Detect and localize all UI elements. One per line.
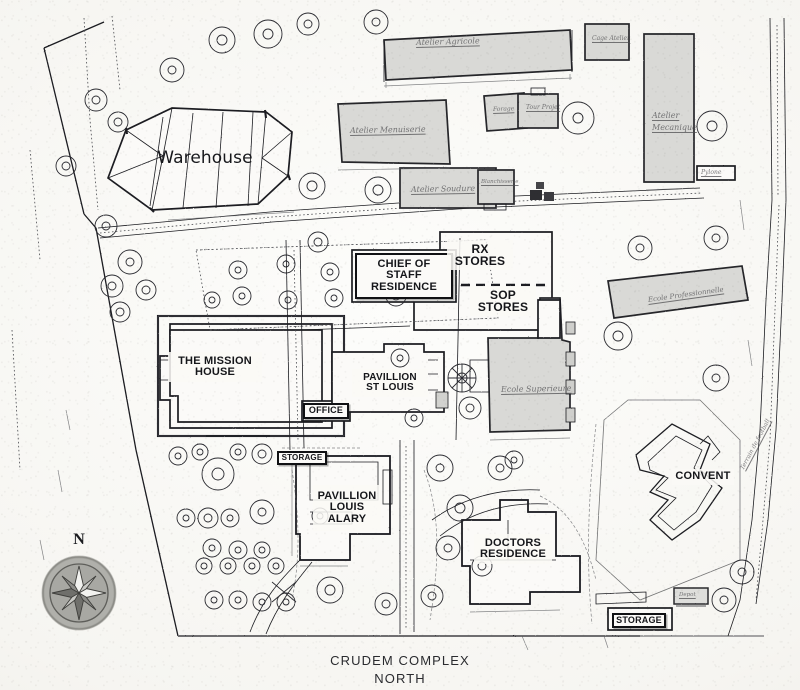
east-road-dashes (755, 24, 780, 601)
curved-driveway (249, 489, 549, 635)
east-boundary (727, 17, 787, 637)
label-pavillion-st-louis: PAVILLION ST LOUIS (352, 369, 428, 397)
site-boundary (43, 21, 764, 637)
atelier-menuiserie-building (337, 99, 451, 165)
annotation-forage: Forage (492, 105, 515, 113)
atelier-agricole-building (383, 29, 573, 82)
tour-projet-building (517, 87, 559, 129)
label-office: OFFICE (303, 403, 349, 419)
label-convent: CONVENT (672, 469, 734, 485)
label-sop-stores: SOP STORES (470, 286, 536, 316)
convent-parcel-lines (595, 399, 741, 601)
tree-symbols (55, 9, 755, 625)
ecole-professionnelle-building (607, 265, 749, 319)
cage-atelier-building (584, 23, 630, 61)
label-the-mission-house: THE MISSION HOUSE (168, 352, 262, 382)
caption-line-1: CRUDEM COMPLEX (330, 653, 470, 668)
atelier-mecanique-building (643, 33, 695, 183)
ecole-porch-blocks (565, 321, 576, 423)
annotation-depot: Depot (679, 592, 696, 598)
label-warehouse: Warehouse (157, 148, 253, 169)
north-road-texture (99, 192, 703, 234)
blanchisserie-building (477, 169, 515, 211)
label-pavillion-louis-alary: PAVILLION LOUIS ALARY (313, 485, 381, 531)
convent-building (635, 423, 723, 541)
internal-paths (206, 237, 461, 634)
annotation-tour-projet: Tour Projet (526, 104, 561, 111)
annotation-atelier-soudure: Atelier Soudure (410, 183, 476, 194)
label-chief-of-staff-residence: CHIEF OF STAFF RESIDENCE (355, 253, 453, 299)
label-rx-stores: RX STORES (447, 240, 513, 270)
plan-caption: CRUDEM COMPLEX NORTH (0, 652, 800, 687)
annotation-ecole-superieure: Ecole Superieure (500, 383, 572, 394)
survey-dashes-nw (11, 15, 121, 471)
annotation-cage-atelier: Cage Atelier (592, 35, 630, 42)
pencil-marks (39, 199, 753, 651)
pylone-building (696, 165, 736, 181)
annotation-atelier-agricole: Atelier Agricole (415, 36, 480, 47)
compass-rose-graphic (41, 555, 117, 631)
orchard-plot (195, 239, 499, 331)
misc-small-blocks (530, 182, 554, 201)
label-doctors-residence: DOCTORS RESIDENCE (474, 534, 552, 564)
dimension-marks (167, 74, 695, 613)
path-dashes (293, 249, 407, 630)
warehouse-building (106, 107, 293, 213)
label-storage-bottom: STORAGE (612, 613, 666, 628)
label-storage-mid: STORAGE (277, 451, 327, 465)
compass-rose: N (33, 531, 125, 637)
compass-north-label: N (73, 531, 85, 548)
annotation-blanchisserie: Blanchisserie (481, 179, 519, 185)
annotation-pylone: Pylone (701, 169, 722, 176)
north-road (97, 187, 705, 239)
annotation-atelier-mecanique: Atelier Mecanique (652, 111, 697, 132)
depot-building (673, 587, 709, 607)
ecole-superieure-building (469, 297, 576, 433)
small-shed-bottom (595, 591, 647, 605)
caption-line-2: NORTH (374, 670, 426, 686)
annotation-atelier-menuiserie: Atelier Menuiserie (349, 124, 426, 135)
